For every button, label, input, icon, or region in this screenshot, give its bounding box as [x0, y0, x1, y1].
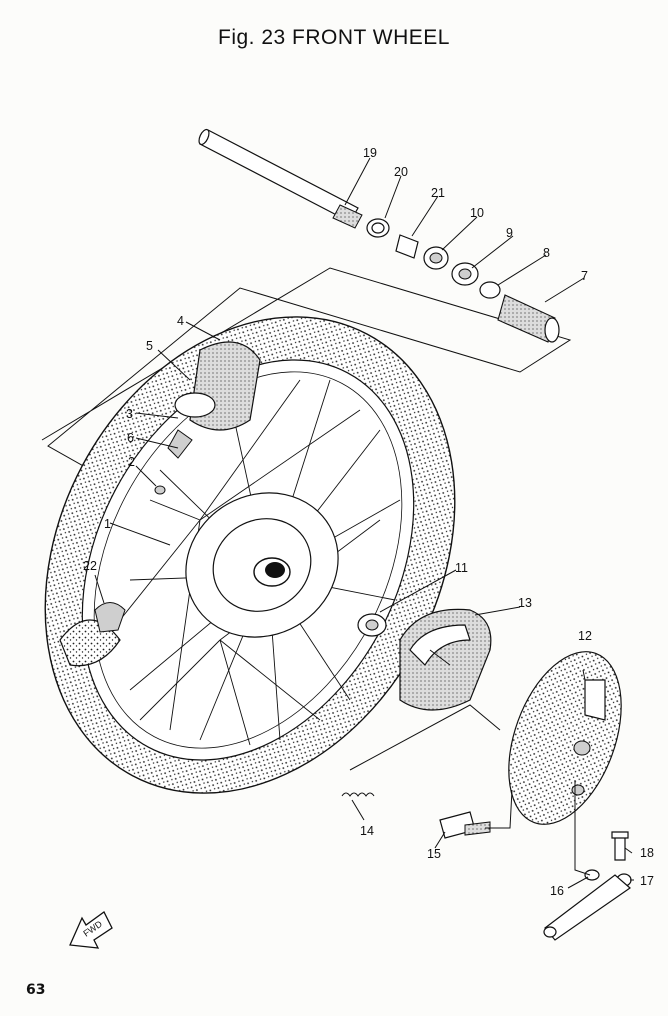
- callout-labels: 1 2 3 4 5 6 7 8 9 10 11 12 13 14 15 16 1…: [83, 146, 654, 898]
- front-axle: [198, 128, 363, 229]
- axle-spacers-bearings: [366, 218, 560, 343]
- callout-20: 20: [394, 165, 408, 179]
- rim-band-parts: [59, 341, 261, 667]
- callout-19: 19: [363, 146, 377, 160]
- callout-1: 1: [104, 517, 111, 531]
- hub-bearing: [357, 613, 387, 637]
- callout-9: 9: [506, 226, 513, 240]
- callout-4: 4: [177, 314, 184, 328]
- callout-3: 3: [126, 407, 133, 421]
- leader-lines: [94, 157, 634, 889]
- page-number: 63: [26, 982, 46, 998]
- brake-plate: [508, 651, 622, 825]
- shoe-spring: [341, 792, 375, 797]
- callout-16: 16: [550, 884, 564, 898]
- callout-6: 6: [127, 431, 134, 445]
- callout-21: 21: [431, 186, 445, 200]
- wheel-hub: [185, 492, 339, 638]
- brake-cam: [439, 811, 491, 839]
- callout-7: 7: [581, 269, 588, 283]
- figure-title: Fig. 23 FRONT WHEEL: [218, 26, 450, 49]
- callout-8: 8: [543, 246, 550, 260]
- cam-lever: [543, 831, 632, 941]
- callout-17: 17: [640, 874, 654, 888]
- forward-direction-arrow: FWD: [69, 911, 113, 949]
- callout-14: 14: [360, 824, 374, 838]
- assembly-guide-box: [41, 267, 572, 499]
- callout-11: 11: [455, 561, 468, 575]
- callout-2: 2: [128, 455, 135, 469]
- callout-13: 13: [518, 596, 532, 610]
- callout-22: 22: [83, 559, 97, 573]
- callout-12: 12: [578, 629, 592, 643]
- callout-10: 10: [470, 206, 484, 220]
- callout-18: 18: [640, 846, 654, 860]
- brake-shoes: [399, 608, 492, 711]
- callout-15: 15: [427, 847, 441, 861]
- callout-5: 5: [146, 339, 153, 353]
